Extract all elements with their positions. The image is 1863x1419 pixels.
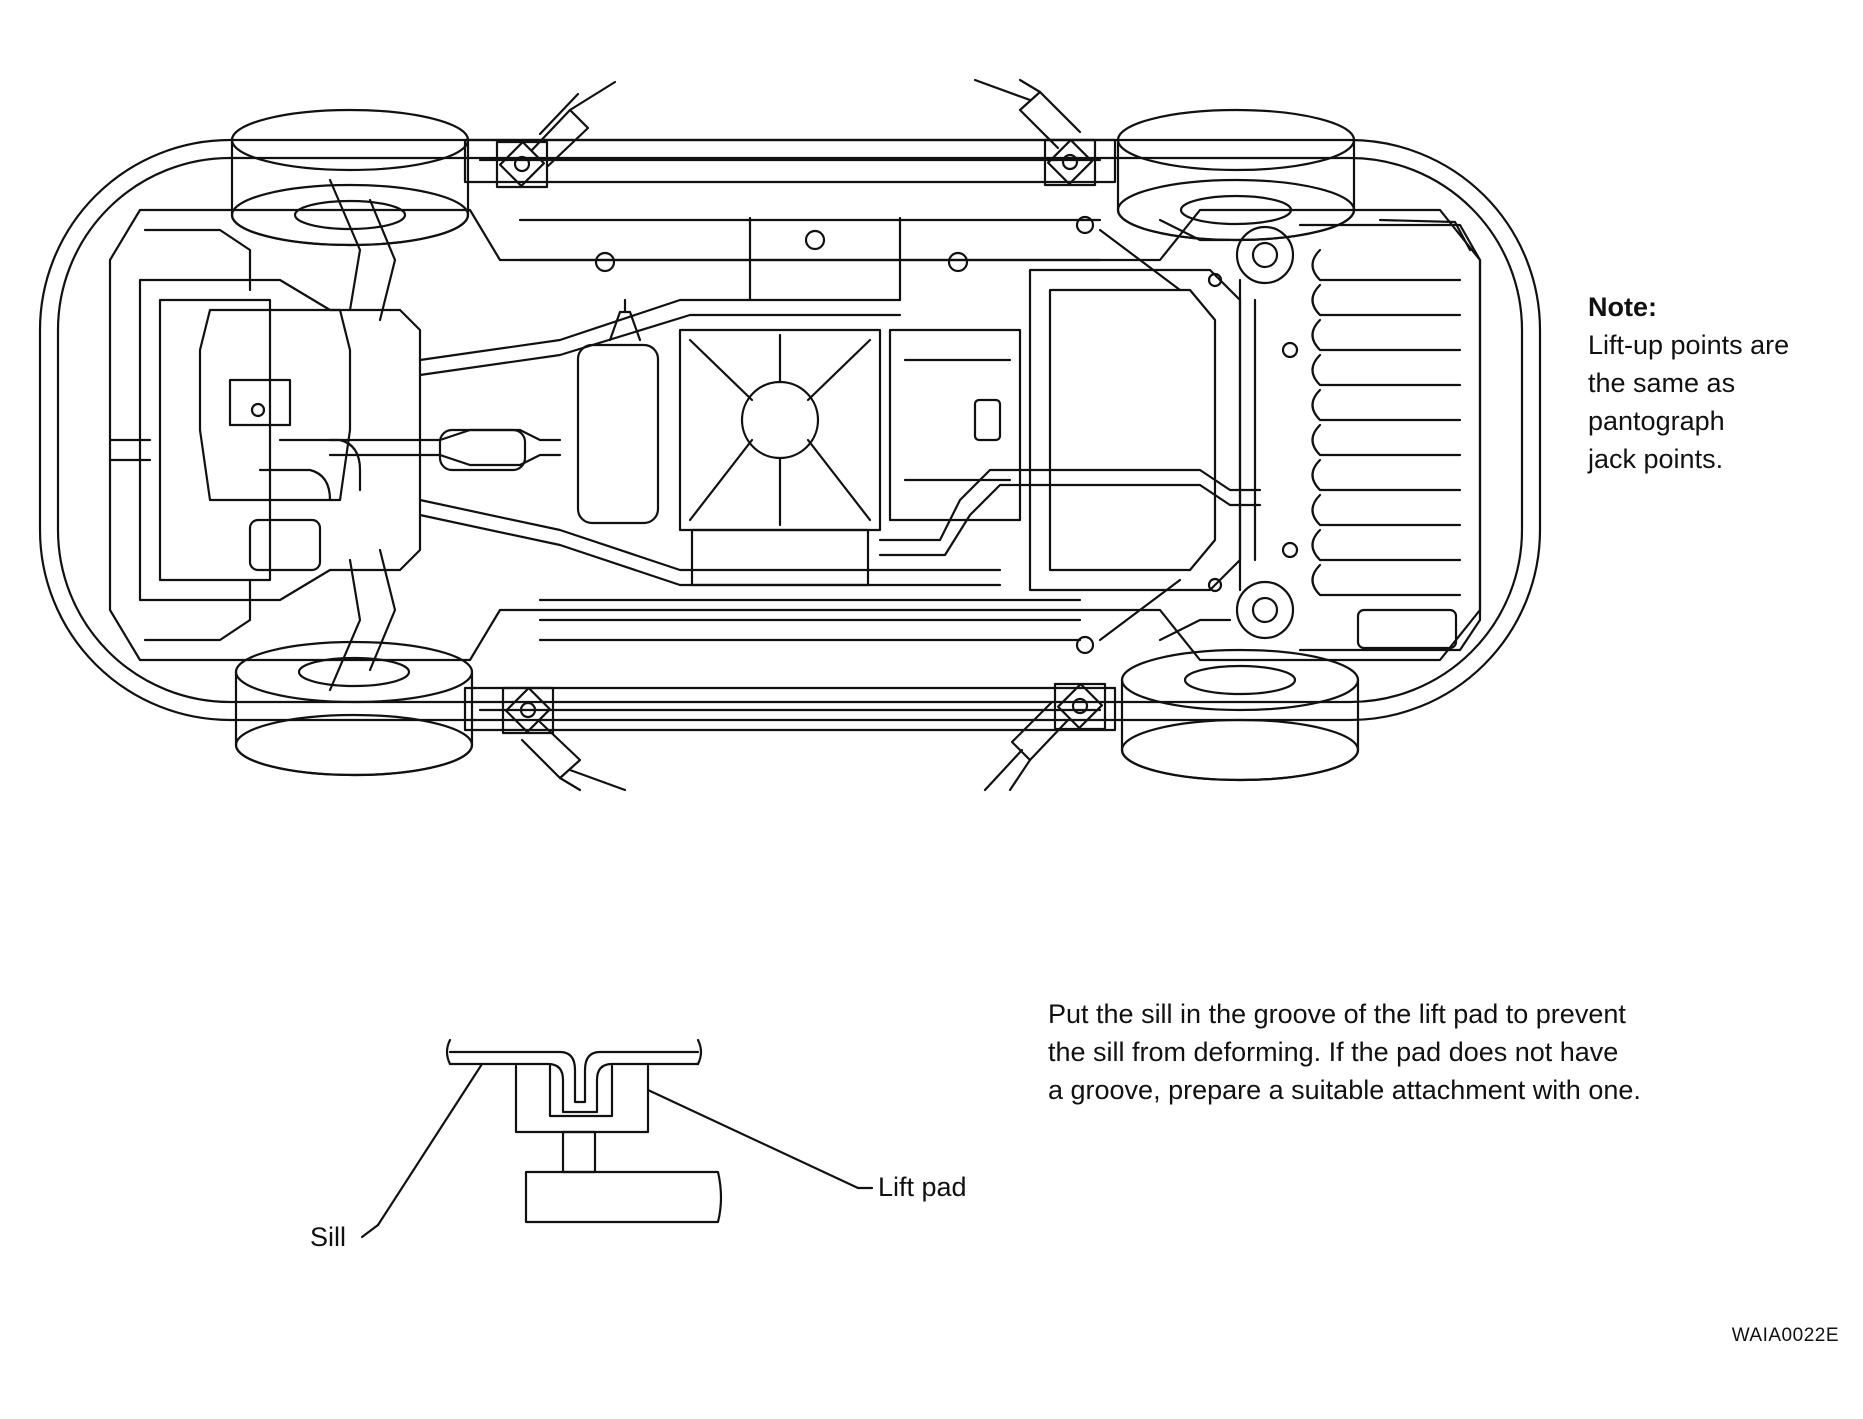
instruction-line: the sill from deforming. If the pad does… <box>1048 1037 1619 1067</box>
lift-point-rear-left <box>973 78 1097 187</box>
note-text: Note: Lift-up points are the same as pan… <box>1588 288 1789 478</box>
tire <box>1120 648 1360 782</box>
instruction-line: a groove, prepare a suitable attachment … <box>1048 1075 1641 1105</box>
note-line: jack points. <box>1588 444 1724 474</box>
side-sills <box>463 138 1117 732</box>
lift-point-rear-right <box>983 682 1107 792</box>
rear-floor-ribs <box>1281 218 1482 652</box>
note-line: pantograph <box>1588 406 1725 436</box>
tire <box>234 640 474 777</box>
engine-bay <box>108 178 422 692</box>
note-line: Note: <box>1588 292 1657 322</box>
tire <box>230 108 470 247</box>
fuel-tank <box>678 328 882 587</box>
lift-pad-label: Lift pad <box>878 1172 967 1202</box>
fuel-canister <box>576 298 660 525</box>
sill-label: Sill <box>310 1222 347 1252</box>
lift-point-front-right <box>501 686 627 792</box>
rear-suspension <box>1028 215 1295 655</box>
note-line: the same as <box>1588 368 1736 398</box>
note-line: Lift-up points are <box>1588 330 1790 360</box>
figure-code: WAIA0022E <box>1731 1325 1839 1346</box>
instruction-line: Put the sill in the groove of the lift p… <box>1048 999 1626 1029</box>
tire <box>1116 108 1356 242</box>
lift-point-front-left <box>495 80 617 189</box>
instruction-text: Put the sill in the groove of the lift p… <box>1048 995 1641 1109</box>
sill-lift-pad-detail <box>360 1038 874 1239</box>
center-frame <box>518 216 1102 522</box>
